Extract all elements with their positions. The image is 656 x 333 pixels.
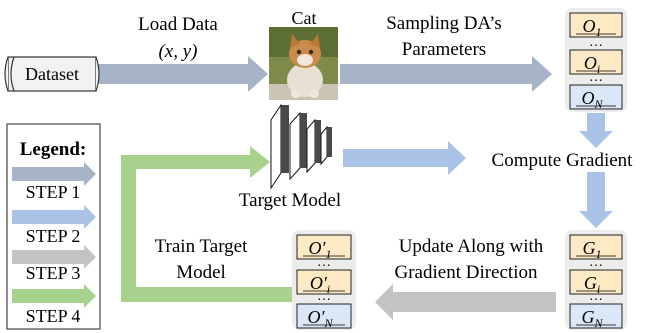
arrow-update [375, 284, 556, 320]
legend-title: Legend: [20, 139, 87, 160]
o_prime_stack-label-0: O′1 [309, 238, 332, 261]
arrow-train [121, 146, 292, 302]
o_stack-ellipsis-0: … [589, 35, 603, 50]
sampling-label-line2: Parameters [402, 39, 486, 60]
g_stack-cell-2 [569, 303, 623, 329]
legend-step-4-label: STEP 4 [26, 306, 81, 326]
o_prime_stack-cell-1 [296, 269, 352, 295]
o_prime_stack-label-1: O′i [310, 273, 330, 296]
g_stack-label-1: Gi [584, 273, 600, 296]
o_stack-label-0: O1 [583, 16, 602, 39]
arrow-o-down [579, 113, 613, 148]
o_stack-cell-2 [569, 84, 623, 110]
legend-step-2-label: STEP 2 [26, 226, 81, 246]
load-data-label: Load Data [138, 14, 218, 35]
load-data-vars: (x, y) [158, 41, 197, 62]
cat-image [269, 27, 338, 100]
g_stack-ellipsis-0: … [589, 255, 603, 270]
legend-step-1-arrow [12, 162, 96, 186]
legend-step-1-label: STEP 1 [26, 182, 81, 202]
legend-step-4-arrow [12, 284, 96, 308]
legend-items: STEP 1 STEP 2 STEP 3 STEP 4 [12, 162, 96, 326]
o_prime_stack-label-2: O′N [308, 307, 334, 330]
cat-caption: Cat [292, 8, 317, 28]
g_stack-cell-0 [569, 234, 623, 260]
o_prime_stack-cell-2 [296, 303, 352, 329]
o-prime-stack: O′1O′iO′N … … [292, 230, 356, 330]
update-label-line2: Gradient Direction [395, 262, 538, 283]
o_prime_stack-ellipsis-0: … [317, 255, 331, 270]
g_stack-cell-1 [569, 269, 623, 295]
arrow-model-to-gradient [343, 141, 466, 175]
o_stack-label-2: ON [581, 88, 603, 111]
o_prime_stack-cell-0 [296, 234, 352, 260]
legend-step-3-arrow [12, 245, 96, 269]
o_stack-ellipsis-1: … [589, 70, 603, 85]
g_stack-label-0: G1 [583, 238, 602, 261]
legend-step-3-label: STEP 3 [26, 263, 81, 283]
g_stack-label-2: GN [581, 307, 603, 330]
arrow-load-data [96, 56, 268, 92]
train-label-line1: Train Target [155, 236, 249, 257]
legend-step-2-arrow [12, 205, 96, 229]
update-label-line1: Update Along with [399, 236, 544, 257]
arrow-gradient-down [579, 172, 613, 228]
o_stack-cell-0 [569, 12, 623, 38]
o_stack-label-1: Oi [584, 53, 600, 76]
o_prime_stack-ellipsis-1: … [317, 289, 331, 304]
o_stack-cell-1 [569, 49, 623, 75]
sampling-label-line1: Sampling DA’s [386, 13, 502, 34]
target-model-icon [270, 103, 332, 190]
dataset-label: Dataset [25, 64, 79, 84]
compute-gradient-label: Compute Gradient [492, 150, 634, 171]
dataset-cylinder [4, 56, 100, 92]
target-model-label: Target Model [239, 190, 341, 211]
arrow-sampling [340, 56, 552, 92]
train-label-line2: Model [176, 262, 226, 283]
g_stack-ellipsis-1: … [589, 289, 603, 304]
